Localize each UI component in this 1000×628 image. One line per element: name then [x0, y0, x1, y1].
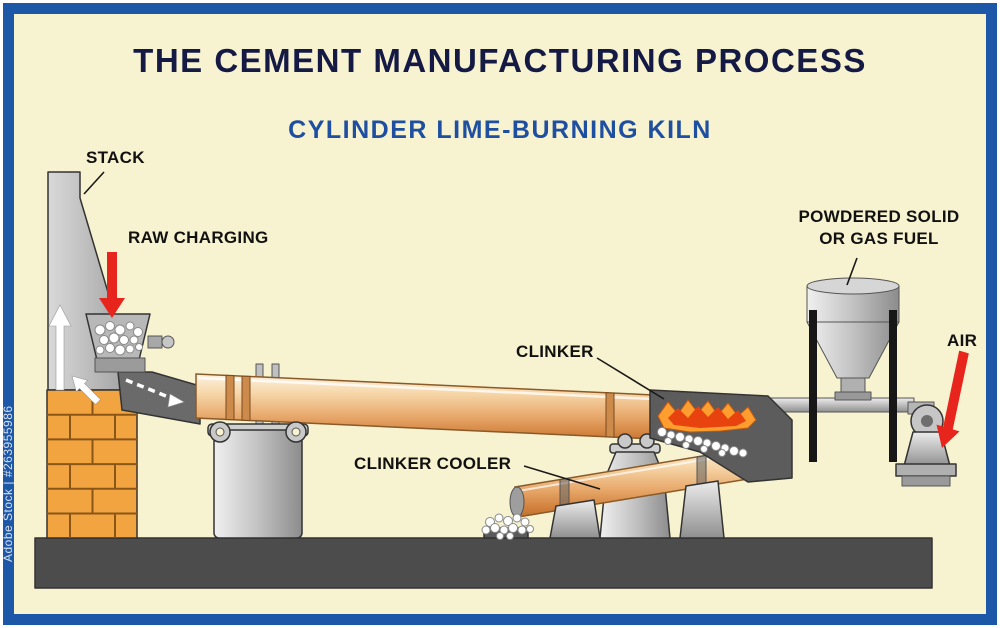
pebble	[481, 525, 491, 535]
pebble	[664, 437, 672, 445]
pebble	[125, 344, 135, 354]
pebble	[499, 525, 509, 535]
stack-label: STACK	[86, 148, 145, 167]
air-base-plate	[895, 463, 957, 477]
cooler-support	[549, 499, 601, 539]
clinker-cooler-label: CLINKER COOLER	[354, 454, 512, 473]
fuel-label: POWDERED SOLID OR GAS FUEL	[790, 206, 968, 250]
pebble	[94, 324, 106, 336]
support-roller	[617, 433, 633, 449]
pebble	[526, 525, 534, 533]
pebble	[129, 335, 139, 345]
cooler-leader-line	[523, 465, 601, 490]
pebble	[675, 432, 685, 442]
fuel-leader-line	[846, 257, 858, 286]
hopper-feeder	[94, 357, 146, 373]
pebble	[700, 445, 708, 453]
pebble	[496, 532, 504, 540]
pebble	[718, 449, 726, 457]
kiln-support-left	[213, 429, 303, 539]
pebble	[503, 516, 513, 526]
cooler-band	[696, 454, 707, 488]
pebble	[517, 525, 527, 535]
pebble	[693, 436, 703, 446]
chute-flow-arrowhead	[167, 393, 185, 408]
pebble	[682, 441, 690, 449]
cooler-end-cap	[509, 486, 525, 518]
kiln-tyre-ring	[241, 375, 251, 422]
pebble	[729, 446, 739, 456]
stock-watermark: Adobe Stock | #263955986	[1, 405, 15, 562]
pebble	[105, 321, 115, 331]
pebble	[512, 513, 522, 523]
stack-up-arrow	[48, 304, 72, 391]
fuel-support-post	[889, 310, 897, 462]
pebble	[114, 324, 126, 336]
pebble	[125, 321, 135, 331]
pebble	[494, 513, 504, 523]
brick-mortar-lines	[47, 390, 137, 538]
fuel-label-line2: OR GAS FUEL	[819, 229, 939, 249]
pebble	[508, 523, 518, 533]
clinker-leader-line	[596, 357, 665, 400]
air-label: AIR	[947, 331, 978, 350]
base-platform	[34, 537, 933, 589]
hopper-knob	[161, 335, 175, 349]
pebble	[133, 327, 143, 337]
pebble	[520, 517, 530, 527]
air-arrow	[936, 350, 969, 448]
air-pivot-hub	[921, 415, 933, 427]
pebble	[738, 448, 748, 458]
support-roller-hole	[215, 427, 225, 437]
pebble	[99, 335, 109, 345]
kiln-tyre-ring	[225, 374, 235, 421]
pebble	[119, 335, 129, 345]
clinker-in-hood	[657, 427, 748, 458]
pebble	[711, 441, 721, 451]
pebble	[506, 532, 514, 540]
fuel-hopper-funnel	[806, 321, 900, 379]
stack-angled-arrow	[71, 375, 101, 405]
raw-charging-arrow	[99, 252, 125, 318]
cooler-support	[679, 480, 725, 539]
pebble	[114, 344, 126, 356]
fuel-label-line1: POWDERED SOLID	[798, 207, 960, 226]
pebble	[105, 343, 115, 353]
support-roller-hole	[291, 427, 301, 437]
pebble	[95, 345, 105, 355]
page-title: THE CEMENT MANUFACTURING PROCESS	[133, 42, 867, 79]
hopper-knob-arm	[147, 335, 163, 349]
hopper-raw-material	[94, 321, 143, 356]
clinker-pile	[481, 513, 534, 540]
stack-leader-line	[83, 171, 105, 195]
pebble	[108, 332, 120, 344]
clinker-label: CLINKER	[516, 342, 594, 361]
pebble	[135, 343, 143, 351]
air-base-plate-lower	[901, 475, 951, 487]
raw-charging-label: RAW CHARGING	[128, 228, 269, 247]
page-subtitle: CYLINDER LIME-BURNING KILN	[288, 116, 712, 144]
fuel-hopper-rim	[806, 277, 900, 295]
pebble	[657, 427, 667, 437]
fuel-support-post	[809, 310, 817, 462]
flame-core	[668, 406, 746, 428]
kiln-tyre-ring	[605, 392, 615, 438]
fuel-hopper-flange	[834, 391, 872, 401]
pebble	[490, 523, 500, 533]
